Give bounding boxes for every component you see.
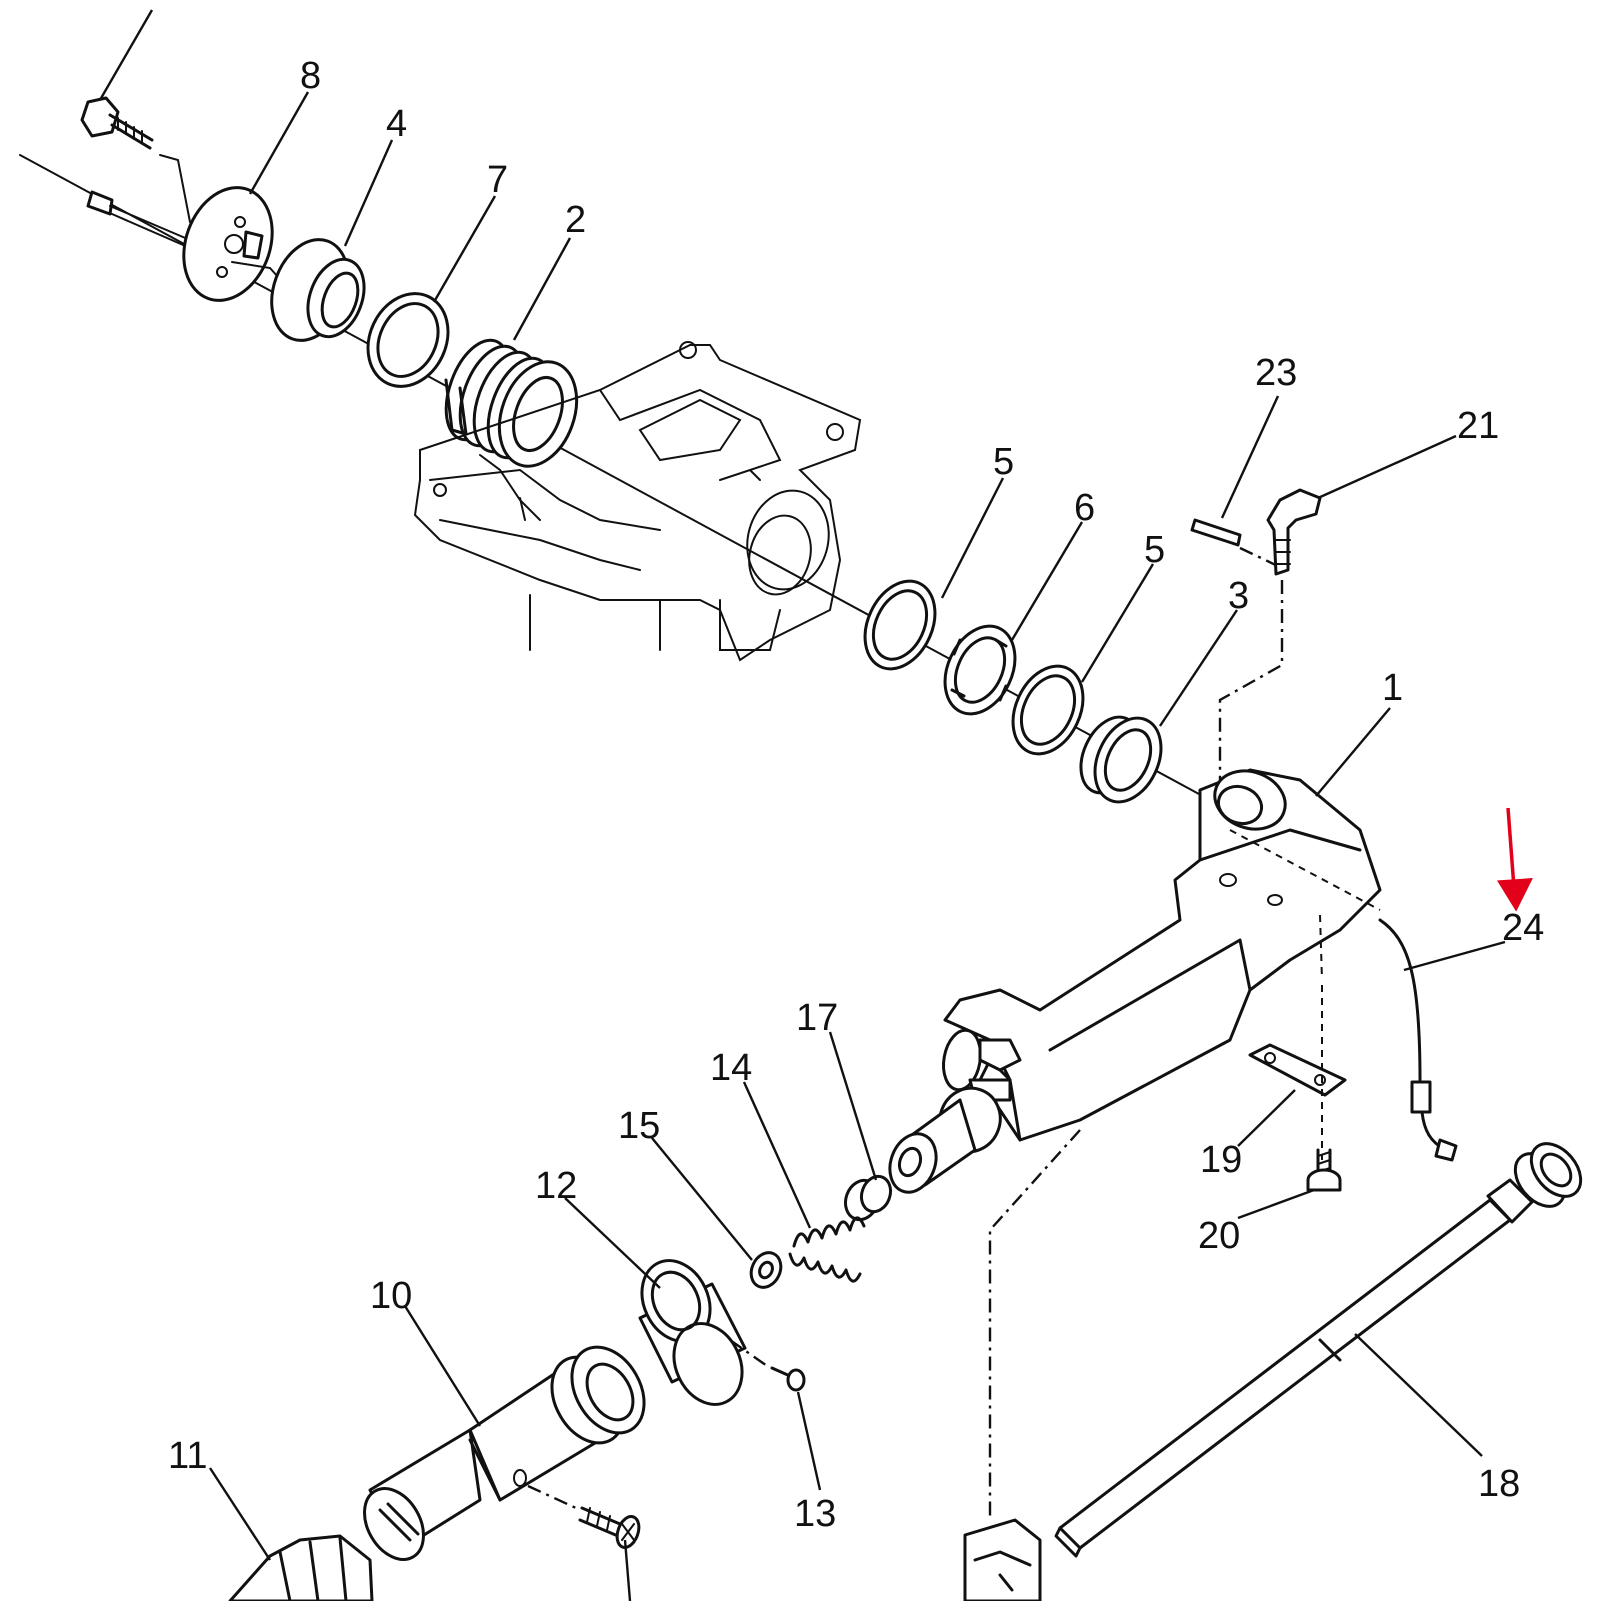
part-7-washer: [366, 292, 450, 388]
part-20-screw: [1306, 1148, 1342, 1192]
part-6-wave-washer: [943, 624, 1017, 716]
part-11-gear: [228, 1534, 374, 1601]
callout-2: 2: [565, 199, 586, 241]
part-19-plate: [1248, 985, 1347, 1160]
callout-12: 12: [535, 1165, 577, 1207]
callout-labels: 8 4 7 2 23 21 5 6 5 3 1 24 17 14 15 12 1…: [168, 55, 1544, 1535]
callout-20: 20: [1198, 1215, 1240, 1257]
callout-3: 3: [1228, 575, 1249, 617]
callout-6: 6: [1074, 487, 1095, 529]
callout-4: 4: [386, 103, 407, 145]
callout-10: 10: [370, 1275, 412, 1317]
part-15-washer: [749, 1251, 783, 1289]
highlight-arrow-24: [1496, 807, 1533, 912]
callout-1: 1: [1382, 667, 1403, 709]
part-12-collar: [638, 1259, 747, 1406]
part-bolt-top: [80, 96, 191, 223]
part-5-washer-b: [1011, 664, 1085, 756]
callout-18: 18: [1478, 1463, 1520, 1505]
callout-14: 14: [710, 1047, 752, 1089]
leader-lines: [98, 9, 1506, 1601]
part-4-bushing: [270, 238, 366, 342]
callout-23: 23: [1255, 352, 1297, 394]
part-8-plate: [182, 186, 287, 302]
part-18-rod: [1054, 1142, 1583, 1558]
part-1-housing: [888, 768, 1382, 1194]
callout-21: 21: [1457, 405, 1499, 447]
callout-8: 8: [300, 55, 321, 97]
callout-11: 11: [168, 1435, 207, 1477]
part-5-washer-a: [863, 579, 937, 671]
part-screw-lower: [578, 1506, 641, 1549]
part-lower-bracket: [963, 1129, 1081, 1601]
part-14-spring: [788, 1216, 866, 1283]
callout-17: 17: [796, 997, 838, 1039]
callout-15: 15: [618, 1105, 660, 1147]
part-cable-end: [86, 190, 191, 249]
callout-7: 7: [487, 159, 508, 201]
callout-13: 13: [794, 1493, 836, 1535]
part-10-shaft: [363, 1345, 646, 1561]
callout-5b: 5: [1144, 529, 1165, 571]
callout-19: 19: [1200, 1139, 1242, 1181]
swivel-bracket-casting: [413, 341, 862, 662]
callout-24: 24: [1502, 907, 1544, 949]
part-2-spring: [444, 338, 579, 468]
part-23-pin: [1190, 518, 1283, 570]
part-17-bushing: [843, 1174, 893, 1222]
part-24-wire: [1378, 918, 1458, 1162]
part-13-pin: [729, 1339, 806, 1392]
part-3-bushing: [1079, 715, 1163, 804]
callout-5a: 5: [993, 441, 1014, 483]
